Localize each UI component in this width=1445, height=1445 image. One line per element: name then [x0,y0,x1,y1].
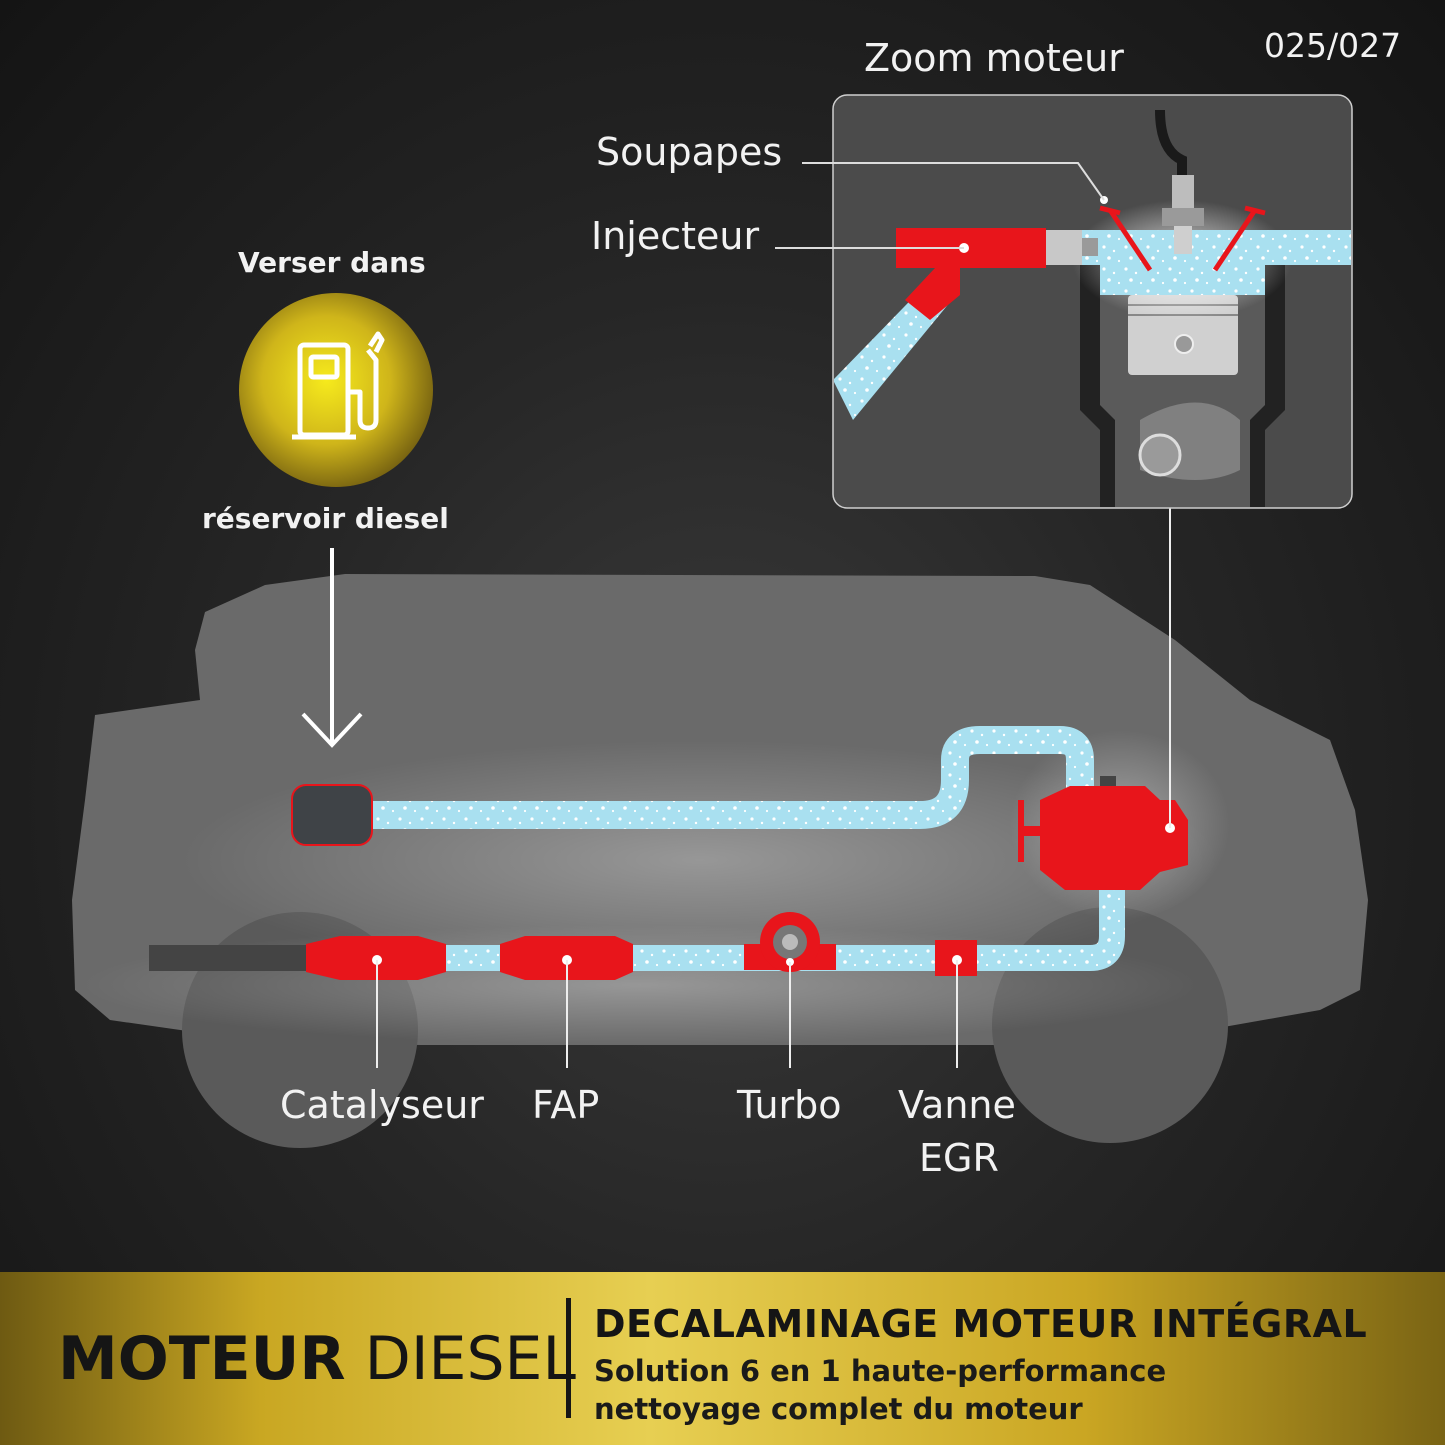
footer-banner: MOTEUR DIESEL DECALAMINAGE MOTEUR INTÉGR… [0,1272,1445,1445]
footer-subtitle-line1: Solution 6 en 1 haute-performance [594,1354,1167,1388]
fuel-pump-icon [292,331,385,440]
engine-block [1018,776,1188,890]
egr-label-line1: Vanne [898,1083,1016,1127]
fuel-line [372,726,1094,829]
brand-light: DIESEL [345,1324,576,1394]
pour-arrow [301,548,363,748]
catalyst-label: Catalyseur [280,1083,484,1127]
fuel-instruction-line2: réservoir diesel [202,502,449,535]
turbo-label: Turbo [737,1083,842,1127]
footer-divider [566,1298,571,1418]
zoom-title: Zoom moteur [864,36,1124,80]
brand-title: MOTEUR DIESEL [58,1324,576,1394]
diagram-canvas [72,94,1368,1148]
page-number: 025/027 [1264,26,1402,65]
egr-label-line2: EGR [919,1136,999,1180]
exhaust-line [310,860,1125,971]
brand-bold: MOTEUR [58,1324,346,1394]
turbo-part [744,912,836,972]
footer-title: DECALAMINAGE MOTEUR INTÉGRAL [594,1302,1368,1346]
tailpipe [149,945,314,971]
valves-label: Soupapes [596,130,783,174]
footer-subtitle-line2: nettoyage complet du moteur [594,1392,1083,1426]
injector-label: Injecteur [591,214,760,258]
catalyst-part [306,936,446,980]
fuel-instruction-line1: Verser dans [238,246,426,279]
fuel-disc [239,293,433,487]
dpf-label: FAP [532,1083,600,1127]
fuel-tank [291,784,373,846]
